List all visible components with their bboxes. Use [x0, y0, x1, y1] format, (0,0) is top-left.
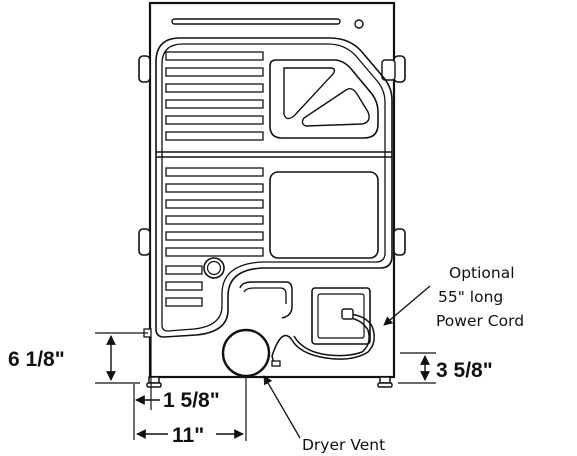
dryer-vent-label: Dryer Vent: [302, 436, 385, 454]
lower-access-panel: [269, 171, 379, 259]
dimension-right-height: [398, 352, 436, 384]
dim-vent-offset-label: 11": [172, 424, 204, 447]
power-cord-label-line3: Power Cord: [436, 312, 524, 330]
dryer-vent-opening: [221, 328, 271, 378]
dimension-left-height: [95, 332, 148, 384]
upper-vent-slots: [165, 51, 264, 141]
lower-vent-slots: [165, 167, 264, 307]
dim-side-offset-label: 1 5/8": [163, 389, 220, 412]
dryer-vent-leader: [263, 375, 301, 439]
power-cord-label-line2: 55" long: [438, 288, 503, 306]
power-cord-label-line1: Optional: [449, 264, 515, 282]
knob: [203, 257, 225, 279]
upper-access-panel: [269, 59, 379, 139]
power-cord: [271, 287, 375, 367]
dim-left-height-label: 6 1/8": [8, 348, 65, 371]
dim-right-height-label: 3 5/8": [436, 359, 493, 382]
lower-bracket: [239, 281, 293, 319]
back-panel: [155, 37, 393, 338]
dimension-vent-offset: [136, 376, 247, 441]
power-cord-leader: [383, 285, 431, 326]
dimension-side-offset: [133, 337, 160, 440]
